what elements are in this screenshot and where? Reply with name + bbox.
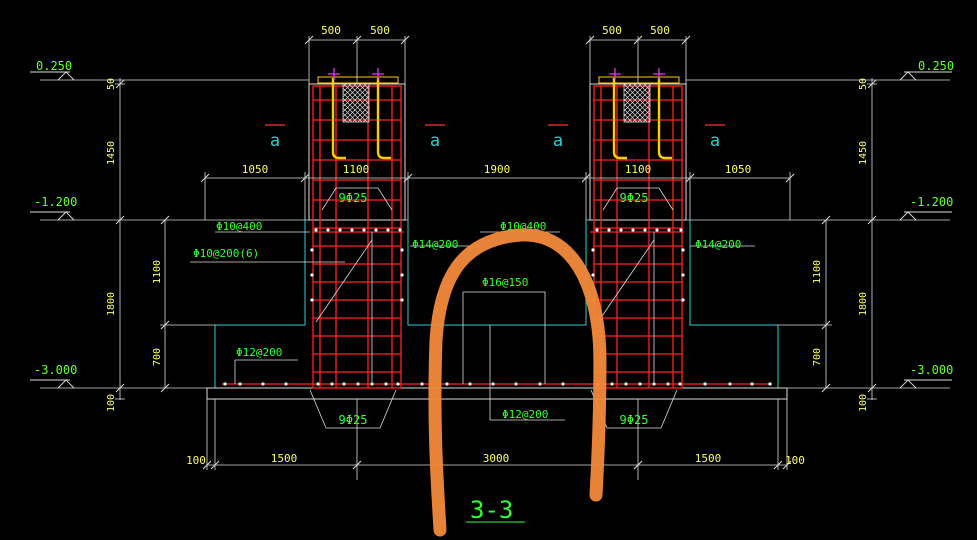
- dim-text: 1050: [242, 163, 269, 176]
- bolt-markers: [328, 68, 665, 80]
- rebar-note: 9Φ25: [620, 413, 649, 427]
- rebar-note: Φ10@400: [216, 220, 262, 233]
- dimension-ticks: [115, 35, 877, 470]
- rebar-note: 9Φ25: [339, 191, 368, 205]
- elevation-label: -1.200: [34, 195, 77, 209]
- rebar-dots: [223, 228, 772, 386]
- dim-text: 1050: [725, 163, 752, 176]
- dim-text: 1500: [695, 452, 722, 465]
- dim-text: 100: [186, 454, 206, 467]
- note-leaders: [190, 187, 755, 429]
- grout-pocket-left: [342, 83, 370, 123]
- rebar-note: 9Φ25: [620, 191, 649, 205]
- dim-text: 1450: [106, 141, 117, 165]
- dim-text: 50: [858, 78, 869, 90]
- dim-text: 3000: [483, 452, 510, 465]
- dim-text: 1100: [343, 163, 370, 176]
- dim-text: 700: [812, 348, 823, 366]
- rebar-right-pier: [593, 85, 683, 389]
- dim-text: 1100: [812, 260, 823, 284]
- dim-text: 100: [858, 394, 869, 412]
- anchor-bolts-left: [331, 78, 391, 160]
- rebar-note: Φ10@200(6): [193, 247, 259, 260]
- section-letter: a: [270, 131, 280, 151]
- dim-text: 500: [321, 24, 341, 37]
- dim-text: 1800: [858, 292, 869, 316]
- blinding-layer: [206, 387, 788, 400]
- anchor-bolts-right: [612, 78, 672, 160]
- dim-text: 1450: [858, 141, 869, 165]
- rebar-note: 9Φ25: [339, 413, 368, 427]
- dim-text: 1800: [106, 292, 117, 316]
- rebar-note: Φ14@200: [695, 238, 741, 251]
- rebar-note: Φ12@200: [236, 346, 282, 359]
- elevation-label: -3.000: [34, 363, 77, 377]
- grout-pocket-right: [623, 83, 651, 123]
- dim-text: 1100: [152, 260, 163, 284]
- base-plates: [317, 76, 680, 84]
- section-letter: a: [553, 131, 563, 151]
- dim-text: 500: [370, 24, 390, 37]
- elevation-label: -1.200: [910, 195, 953, 209]
- internal-leaders: [315, 232, 655, 384]
- rebar-note: Φ14@200: [412, 238, 458, 251]
- rebar-left-pier: [312, 85, 402, 389]
- dim-text: 50: [106, 78, 117, 90]
- elevation-label: 0.250: [36, 59, 72, 73]
- dim-text: 500: [650, 24, 670, 37]
- dim-text: 1900: [484, 163, 511, 176]
- dim-text: 100: [106, 394, 117, 412]
- rebar-note: Φ16@150: [482, 276, 528, 289]
- section-letter: a: [430, 131, 440, 151]
- section-title: 3-3: [470, 496, 513, 524]
- annotation-stroke: [428, 228, 607, 537]
- dim-text: 700: [152, 348, 163, 366]
- dim-text: 500: [602, 24, 622, 37]
- elevation-markers: [30, 71, 952, 389]
- dim-text: 1100: [625, 163, 652, 176]
- dimension-lines: [40, 36, 950, 480]
- elevation-label: -3.000: [910, 363, 953, 377]
- elevation-label: 0.250: [918, 59, 954, 73]
- section-letter: a: [710, 131, 720, 151]
- rebar-note: Φ12@200: [502, 408, 548, 421]
- dim-text: 100: [785, 454, 805, 467]
- dim-text: 1500: [271, 452, 298, 465]
